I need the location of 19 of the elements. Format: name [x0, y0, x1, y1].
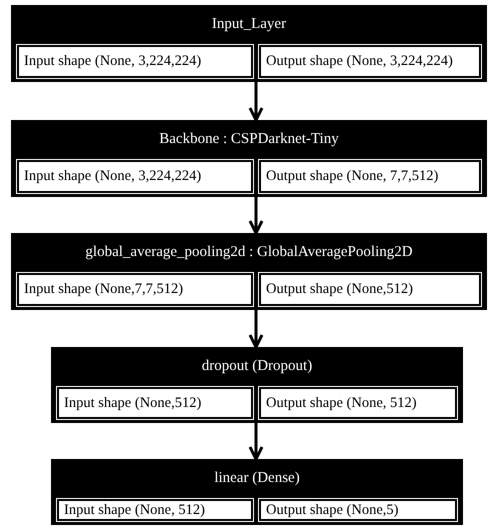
shape-cell: Input shape (None, 512): [57, 499, 253, 521]
shape-cell: Output shape (None, 7,7,512): [259, 160, 481, 193]
arrow: [248, 310, 264, 348]
layer-box: [11, 5, 487, 82]
shape-cell: Input shape (None,512): [57, 387, 253, 419]
shape-cell: Output shape (None,512): [259, 273, 481, 306]
arrow: [248, 423, 264, 460]
layer-box: [11, 120, 487, 197]
arrow: [248, 82, 264, 122]
shape-cell: Output shape (None,5): [259, 499, 457, 521]
shape-cell: Output shape (None, 512): [259, 387, 457, 419]
layer-box: [11, 233, 487, 310]
shape-cell: Input shape (None, 3,224,224): [17, 45, 253, 78]
arrow: [248, 197, 264, 234]
layer-box: [51, 459, 463, 525]
shape-cell: Output shape (None, 3,224,224): [259, 45, 481, 78]
layer-box: [51, 347, 463, 423]
shape-cell: Input shape (None,7,7,512): [17, 273, 253, 306]
shape-cell: Input shape (None, 3,224,224): [17, 160, 253, 193]
